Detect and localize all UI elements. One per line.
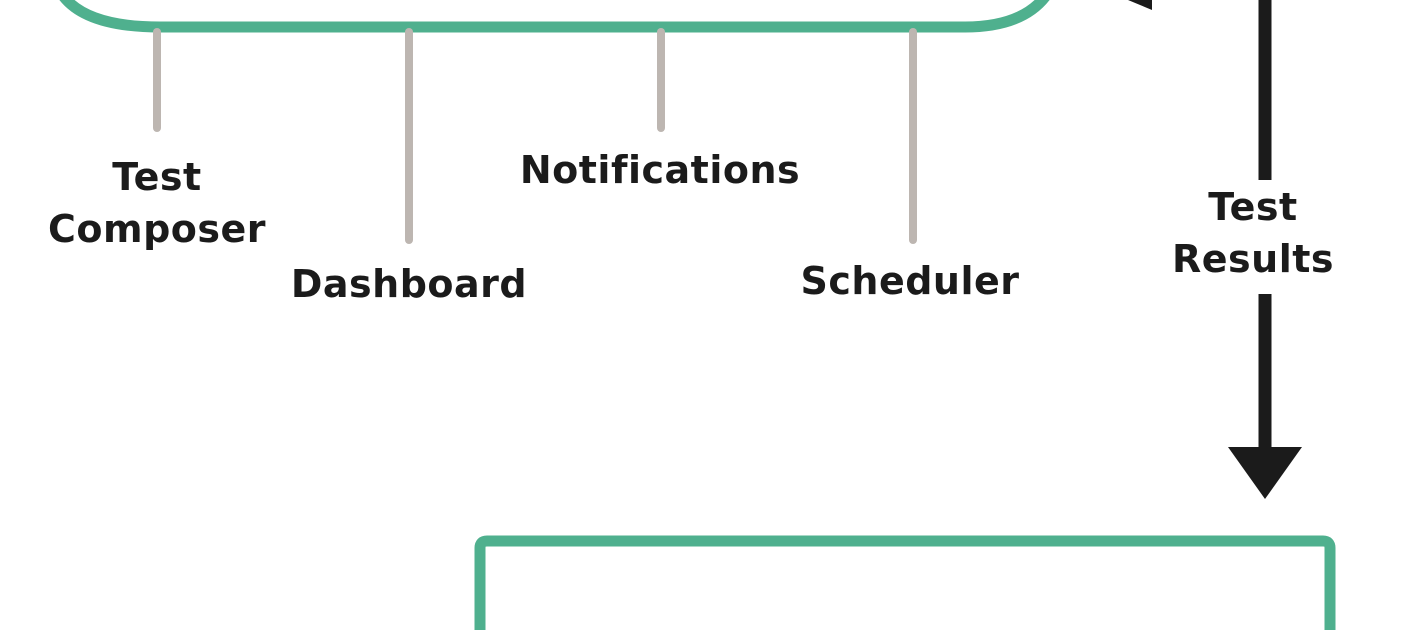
results-arrow-label: Test Results [1172, 181, 1334, 285]
module-label-test-composer: Test Composer [48, 151, 266, 255]
module-label-scheduler: Scheduler [800, 255, 1019, 307]
module-label-line: Composer [47, 207, 267, 251]
incoming-arrowhead [1128, 0, 1152, 10]
module-label-line: Scheduler [800, 259, 1020, 303]
module-label-line: Test [112, 155, 202, 199]
arrow-label-line: Results [1171, 237, 1335, 281]
module-label-line: Dashboard [290, 262, 528, 306]
lower-container-box [474, 535, 1336, 630]
module-label-dashboard: Dashboard [291, 258, 527, 310]
module-label-line: Notifications [519, 148, 801, 192]
module-label-notifications: Notifications [520, 144, 800, 196]
arrow-label-line: Test [1208, 185, 1298, 229]
upper-container-box [59, 0, 1050, 33]
results-arrow-head [1228, 447, 1302, 499]
